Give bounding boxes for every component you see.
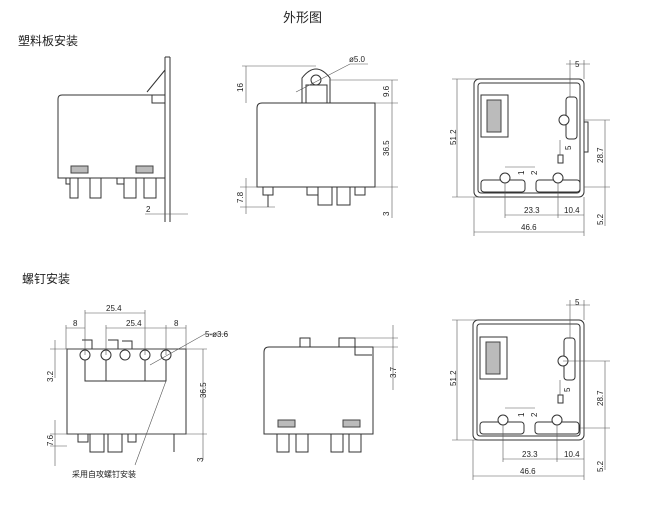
dim-pin-length: 7.8 [236,191,245,203]
dim-tab-height: 16 [236,83,245,92]
pin-1: 1 [517,170,526,175]
view-side-plate: 2 [57,56,188,222]
dim-width: 46.6 [520,467,536,476]
drawing-title: 外形图 [283,11,323,26]
dim-hole-height: 9.6 [382,85,391,97]
view-screw-front: 25.4 25.4 8 8 5-ø3.6 3.2 36.5 7.6 3 采用自攻… [46,304,229,479]
dim-hole-diameter: ø5.0 [349,55,366,64]
dim-8-left: 8 [73,319,78,328]
pin-2: 2 [530,412,539,417]
view-screw-side: 3.7 [263,325,398,453]
dim-25-4-b: 25.4 [126,319,142,328]
dim-10-4: 10.4 [564,206,580,215]
pin-5: 5 [564,145,573,150]
section-screw-mount: 螺钉安装 [22,272,71,286]
dim-25-4-a: 25.4 [106,304,122,313]
dim-terminal: 3 [196,457,205,462]
dim-5-2: 5.2 [596,460,605,472]
view-bottom-2: 5 51.2 28.7 5.2 23.3 10.4 46.6 1 2 5 [449,298,610,480]
dim-10-4: 10.4 [564,450,580,459]
pin-1: 1 [517,412,526,417]
dim-23-3: 23.3 [522,450,538,459]
dim-5: 5 [575,298,580,307]
dim-width: 46.6 [521,223,537,232]
dim-body-height: 36.5 [382,140,391,156]
dim-28-7: 28.7 [596,390,605,406]
view-bottom-1: 5 51.2 28.7 5.2 23.3 10.4 46.6 1 2 5 [449,60,610,236]
dim-5-2: 5.2 [596,213,605,225]
dim-5: 5 [575,60,580,69]
pin-5: 5 [563,387,572,392]
dim-height: 51.2 [449,370,458,386]
screw-note: 采用自攻螺钉安装 [72,469,136,479]
dim-8-right: 8 [174,319,179,328]
dim-body-height: 36.5 [199,382,208,398]
section-plastic-mount: 塑料板安装 [18,34,79,48]
dim-3-7: 3.7 [389,366,398,378]
view-front: ø5.0 16 9.6 36.5 7.8 3 [236,55,398,218]
dim-23-3: 23.3 [524,206,540,215]
dim-3-2: 3.2 [46,370,55,382]
dim-height: 51.2 [449,129,458,145]
dim-28-7: 28.7 [596,147,605,163]
dim-terminal: 3 [382,211,391,216]
dim-pin-length: 7.6 [46,434,55,446]
holes-label: 5-ø3.6 [205,330,229,339]
pin-2: 2 [530,170,539,175]
dim-plate: 2 [146,205,151,214]
